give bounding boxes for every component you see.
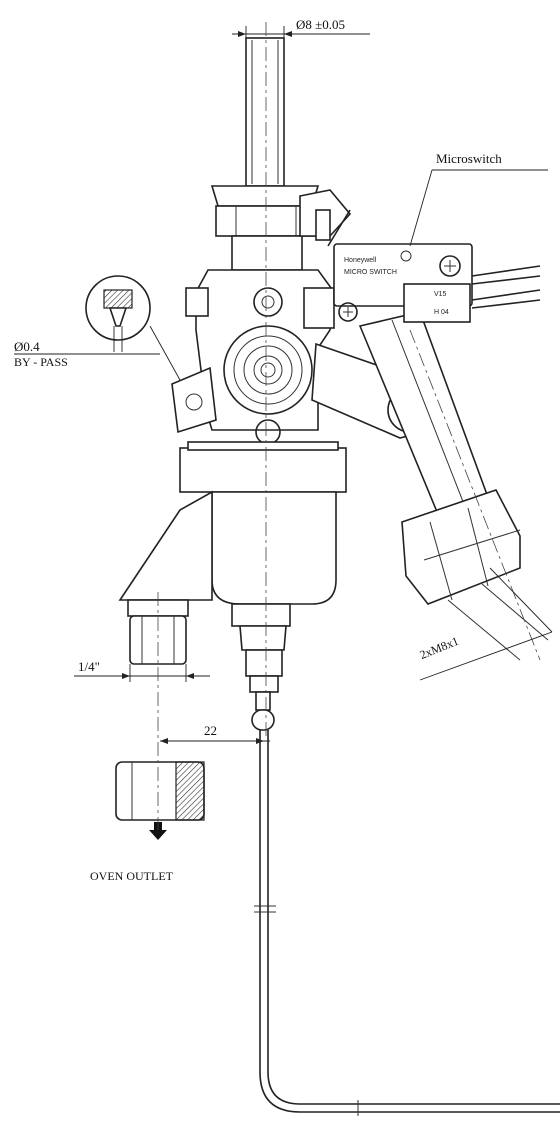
outlet-label: OVEN OUTLET (90, 869, 173, 883)
shaft-diameter-label: Ø8 ±0.05 (296, 17, 346, 32)
thread-dimension-lines (419, 567, 553, 681)
outlet-arrow-icon (149, 822, 167, 840)
microswitch: Honeywell MICRO SWITCH V15 H 04 (327, 209, 541, 323)
valve-body (185, 269, 335, 445)
shaft-dimension-lines (232, 26, 370, 38)
top-nut (210, 185, 352, 271)
switch-line2-text: H 04 (434, 309, 449, 316)
offset-dimension-lines (160, 738, 270, 744)
capillary-tube (251, 691, 560, 1116)
pipe-thread-label: 1/4" (78, 659, 100, 674)
lower-housing (179, 441, 347, 693)
bypass-label: BY - PASS (14, 355, 68, 369)
switch-brand-text: Honeywell (344, 257, 377, 264)
thermocouple-arm (358, 311, 549, 661)
microswitch-label: Microswitch (436, 151, 502, 166)
outlet-nut (115, 761, 205, 840)
bypass-diameter-label: Ø0.4 (14, 339, 40, 354)
spindle (245, 37, 285, 187)
microswitch-leader (409, 169, 548, 247)
bypass-detail (14, 275, 181, 381)
outlet-connector (74, 490, 213, 682)
offset-label: 22 (204, 723, 217, 738)
switch-line1-text: V15 (434, 291, 447, 298)
switch-model-text: MICRO SWITCH (344, 269, 397, 276)
